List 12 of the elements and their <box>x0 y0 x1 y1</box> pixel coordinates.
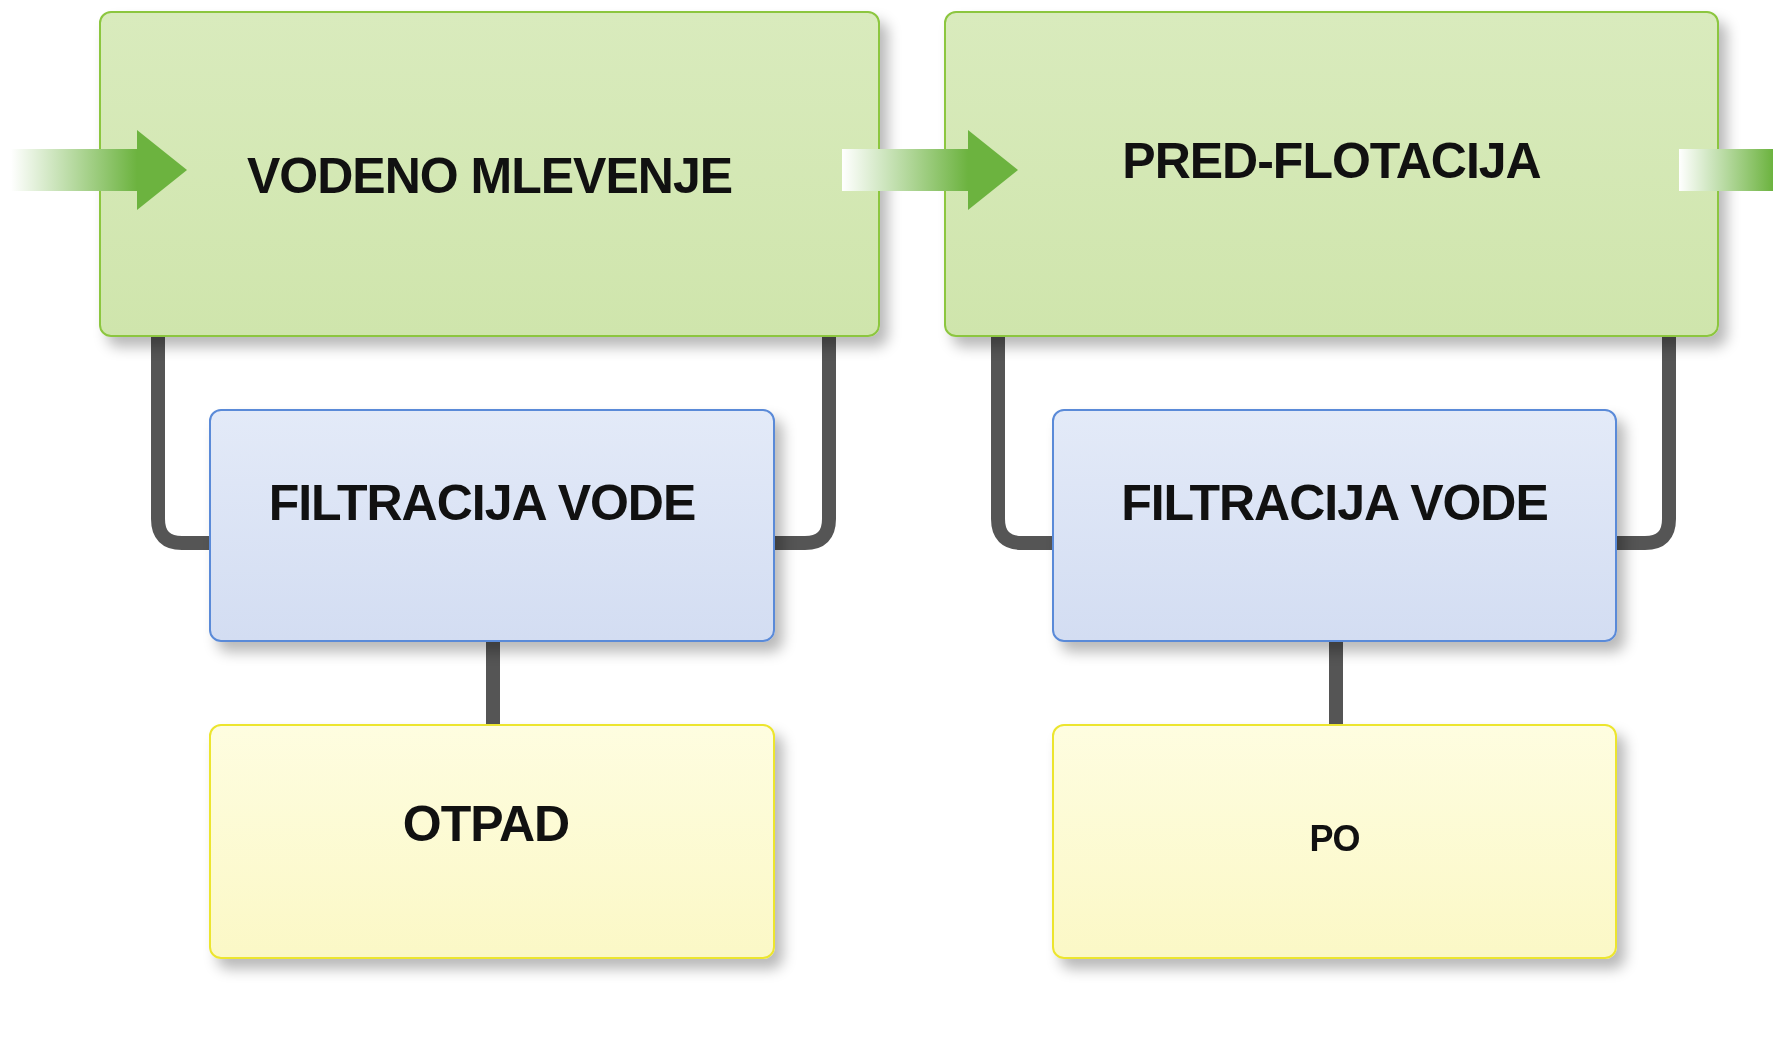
filter-box <box>1052 409 1617 642</box>
box-label: OTPAD <box>402 796 570 854</box>
process-box <box>99 11 880 337</box>
output-box <box>1052 724 1617 959</box>
process-box <box>944 11 1719 337</box>
box-label: PRED-FLOTACIJA <box>1122 133 1541 191</box>
output-box <box>209 724 775 959</box>
box-label: FILTRACIJA VODE <box>268 475 696 533</box>
filter-box <box>209 409 775 642</box>
box-label: VODENO MLEVENJE <box>246 148 733 206</box>
box-label: PO <box>1309 818 1360 860</box>
box-label: FILTRACIJA VODE <box>1121 475 1548 533</box>
